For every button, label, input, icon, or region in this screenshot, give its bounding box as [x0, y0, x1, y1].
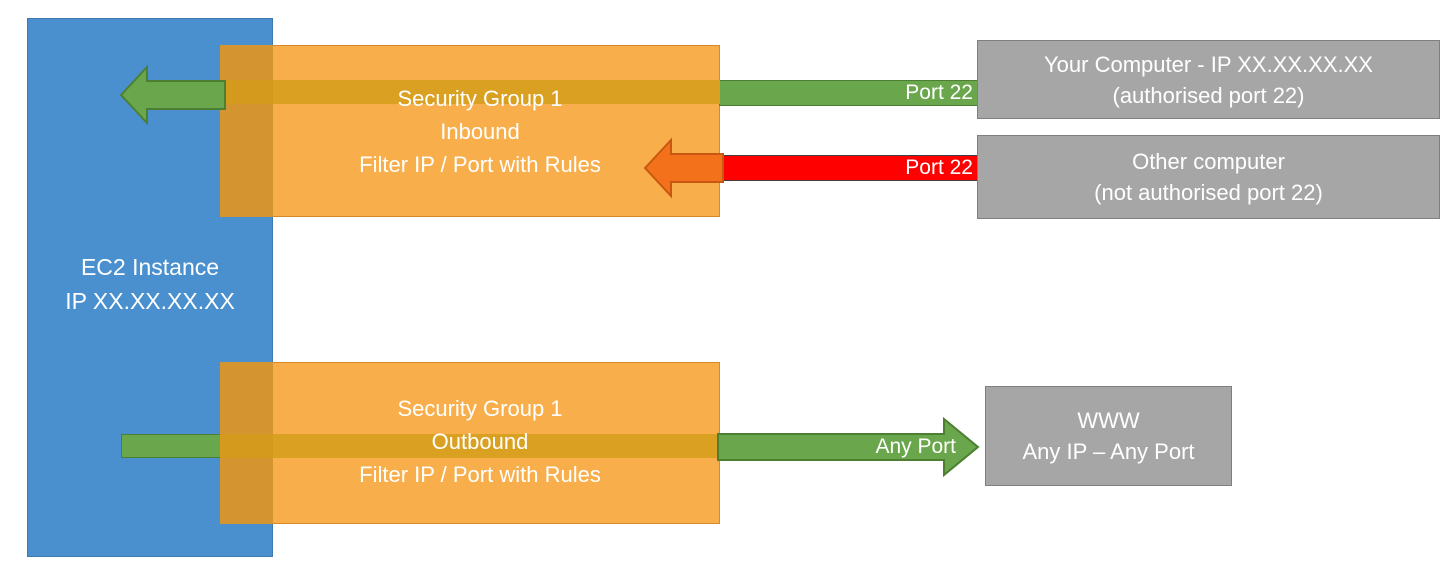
inbound-blocked-connector [719, 155, 980, 181]
inbound-allowed-arrow-icon [119, 64, 226, 126]
inbound-allowed-connector [719, 80, 980, 106]
security-group-inbound-box [220, 45, 720, 217]
endpoint-your-computer: Your Computer - IP XX.XX.XX.XX (authoris… [977, 40, 1440, 119]
outbound-allowed-stub [121, 434, 221, 458]
endpoint-other-computer: Other computer (not authorised port 22) [977, 135, 1440, 219]
security-group-outbound-box [220, 362, 720, 524]
ec2-instance-label: EC2 Instance IP XX.XX.XX.XX [65, 254, 235, 314]
endpoint-www: WWW Any IP – Any Port [985, 386, 1232, 486]
inbound-blocked-arrow-icon [643, 137, 724, 199]
outbound-allowed-arrow-icon [717, 416, 980, 478]
